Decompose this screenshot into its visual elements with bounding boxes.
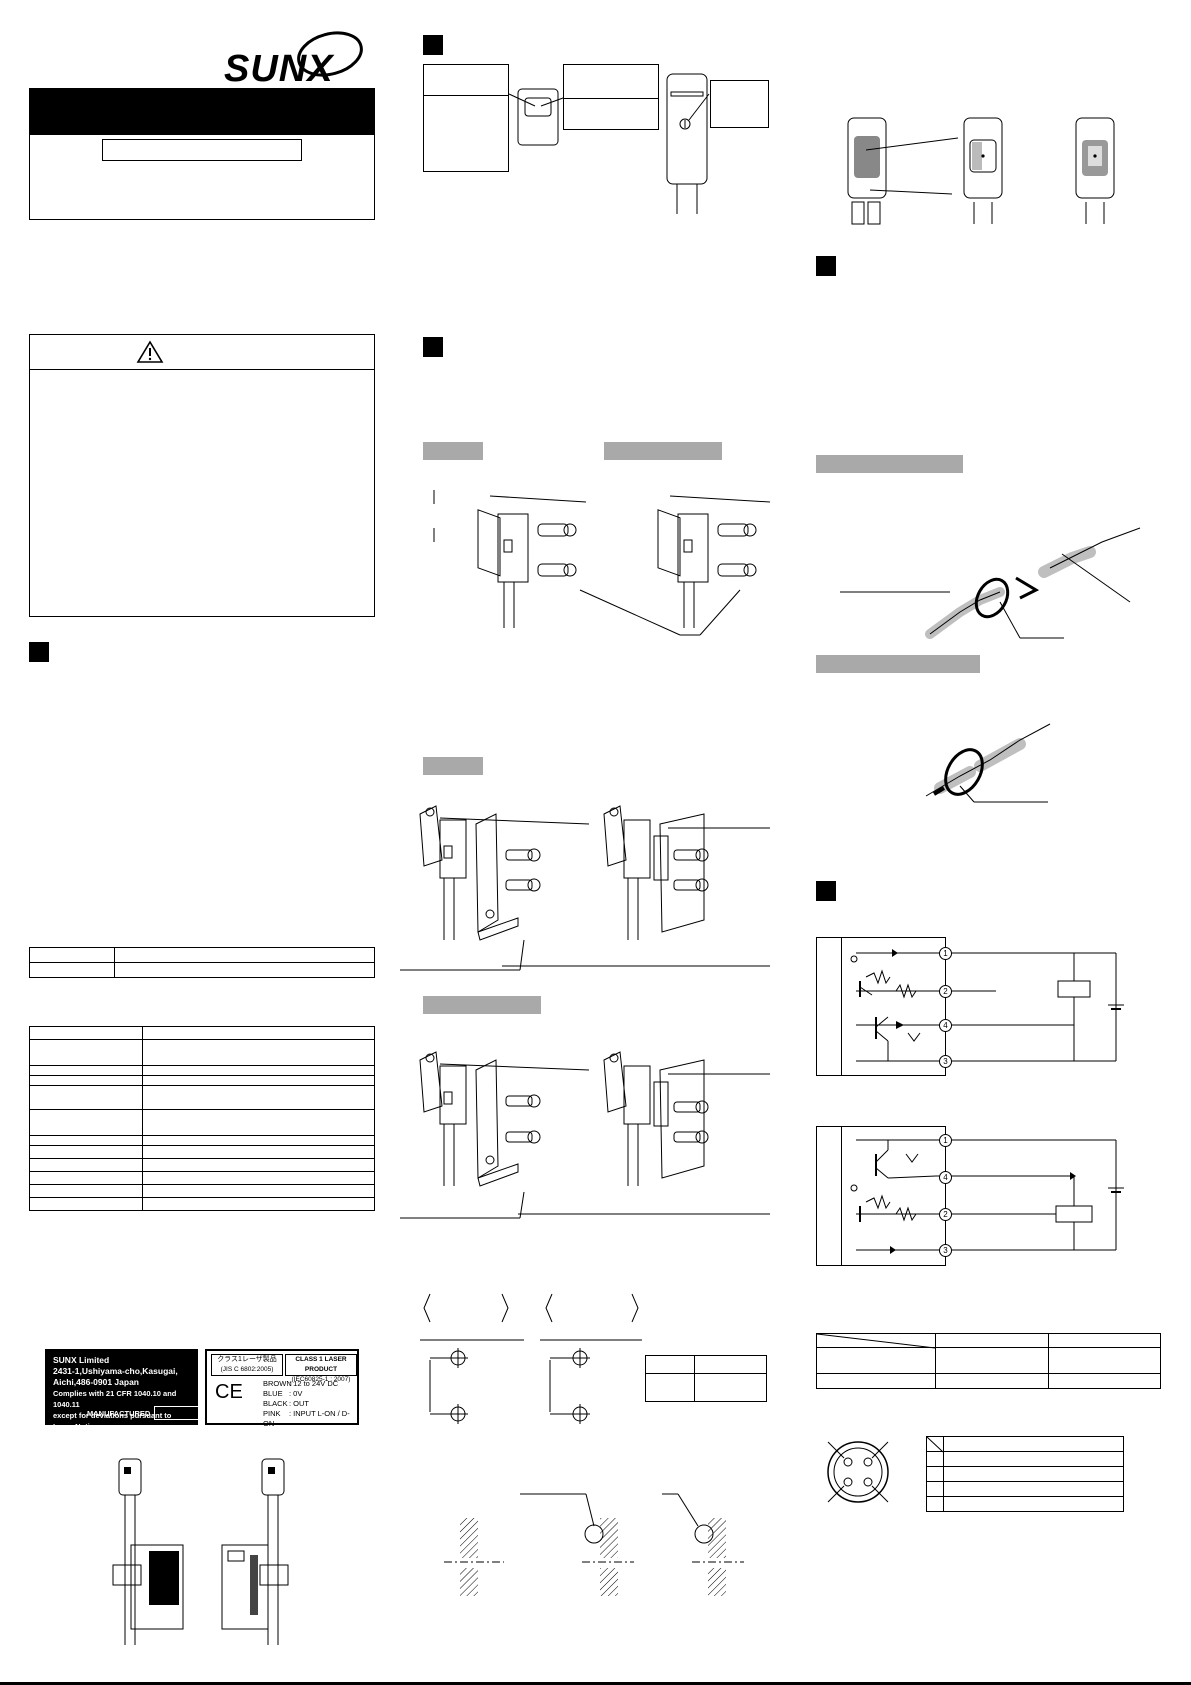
- sensor-front-diagram: [508, 73, 710, 214]
- nameplate-line: No.50,dated June 24, 2007.: [53, 1433, 149, 1442]
- nameplate-white: クラス1レーザ製品 (JIS C 6802:2005) CLASS 1 LASE…: [205, 1349, 359, 1428]
- circuit-pin: 3: [939, 1244, 952, 1257]
- nameplate-black: SUNX Limited 2431-1,Ushiyama-cho,Kasugai…: [45, 1349, 203, 1442]
- diagonal-header-line: [926, 1436, 944, 1453]
- page-bottom-rule: [0, 1682, 1191, 1685]
- manufactured-date-box: [154, 1406, 203, 1420]
- circuit-pin: 4: [939, 1019, 952, 1032]
- jp-class-box: クラス1レーザ製品 (JIS C 6802:2005): [211, 1354, 283, 1376]
- section-marker-2: [423, 35, 443, 55]
- circuit-pin: 3: [939, 1055, 952, 1068]
- ce-mark-icon: CE: [215, 1381, 243, 1403]
- mounting-diagram-c: [400, 805, 590, 971]
- spec-table-small: [29, 947, 375, 978]
- mounting-diagram-d: [502, 805, 770, 967]
- section-marker-5: [816, 881, 836, 901]
- sunx-logo: SUNX: [220, 31, 380, 92]
- connector-pinout-icon: [827, 1441, 889, 1503]
- section-marker-1: [29, 642, 49, 662]
- nameplate-line: SUNX Limited: [53, 1355, 110, 1365]
- circuit-pin: 2: [939, 1208, 952, 1221]
- title-bar: [30, 89, 374, 135]
- manufactured-row: MANUFACTURED: [87, 1406, 203, 1420]
- mounting-diagram-b: [657, 495, 771, 628]
- circuit-pin: 1: [939, 1134, 952, 1147]
- connector-tab-a: [816, 455, 963, 473]
- nameplate-line: Aichi,486-0901 Japan: [53, 1377, 139, 1387]
- circuit-box-top: [816, 937, 946, 1076]
- spec-table: [29, 1026, 375, 1211]
- hole-table: [645, 1355, 767, 1402]
- wire-row: BROWN: 12 to 24V DC: [263, 1379, 339, 1388]
- nameplate-line: 2431-1,Ushiyama-cho,Kasugai,: [53, 1366, 178, 1376]
- sensor-label-drawing-right: [221, 1458, 289, 1645]
- connector-tab-b: [816, 655, 980, 673]
- warning-box: [29, 334, 375, 617]
- pinout-table: [926, 1436, 1124, 1512]
- operation-table: [816, 1333, 1161, 1389]
- screw-callout-lines: [579, 589, 741, 636]
- callout-box-left: [423, 64, 509, 172]
- section-marker-4: [816, 256, 836, 276]
- mounting-tab-c: [423, 757, 483, 775]
- connector-attach-diagram: [840, 527, 1141, 639]
- warning-triangle-icon: [136, 340, 164, 363]
- sensor-adjustment-diagram: [847, 117, 1115, 225]
- panel-cutout-diagram: [444, 1493, 744, 1596]
- circuit-pin: 1: [939, 947, 952, 960]
- nameplate-line: except for deviations pursuant to Laser …: [53, 1411, 172, 1431]
- wire-row: BLUE: 0V: [263, 1389, 303, 1398]
- callout-box-right: [710, 80, 769, 128]
- mounting-tab-a: [423, 442, 483, 460]
- circuit-box-bottom: [816, 1126, 946, 1266]
- mounting-hole-diagram: [420, 1293, 642, 1424]
- manufactured-label: MANUFACTURED: [87, 1408, 151, 1418]
- mounting-diagram-f: [518, 1051, 770, 1215]
- nameplate-line: Complies with 21 CFR 1040.10 and 1040.11: [53, 1389, 177, 1409]
- diagonal-header-line: [816, 1333, 936, 1349]
- title-block: [29, 88, 375, 220]
- mounting-diagram-a: [433, 490, 587, 628]
- wire-row: PINK: INPUT L-ON / D-ON: [263, 1409, 350, 1428]
- wire-list: BROWN: 12 to 24V DC BLUE: 0V BLACK: OUT …: [263, 1379, 359, 1429]
- mounting-tab-b: [604, 442, 722, 460]
- class-title-label: CLASS 1 LASER PRODUCT: [295, 1356, 347, 1373]
- connector-detach-diagram: [925, 723, 1051, 803]
- mounting-tab-d: [423, 996, 541, 1014]
- jp-std-label: (JIS C 6802:2005): [220, 1366, 274, 1373]
- wire-row: BLACK: OUT: [263, 1399, 309, 1408]
- warning-header: [30, 335, 374, 370]
- class-box: CLASS 1 LASER PRODUCT (IEC60825-1 : 2007…: [285, 1354, 357, 1383]
- model-box: [102, 139, 302, 161]
- jp-class-label: クラス1レーザ製品: [217, 1356, 277, 1363]
- callout-box-mid: [563, 64, 659, 130]
- sensor-label-drawing-left: [112, 1458, 184, 1645]
- circuit-diagram-top: [850, 949, 1124, 1062]
- logo-swoosh-icon: [297, 31, 363, 77]
- circuit-pin: 2: [939, 985, 952, 998]
- class-std-label: (IEC60825-1 : 2007): [291, 1376, 351, 1383]
- mounting-diagram-e: [400, 1051, 590, 1219]
- circuit-diagram-bottom: [850, 1139, 1124, 1254]
- circuit-pin: 4: [939, 1171, 952, 1184]
- logo-text: SUNX: [224, 48, 334, 90]
- section-marker-3: [423, 337, 443, 357]
